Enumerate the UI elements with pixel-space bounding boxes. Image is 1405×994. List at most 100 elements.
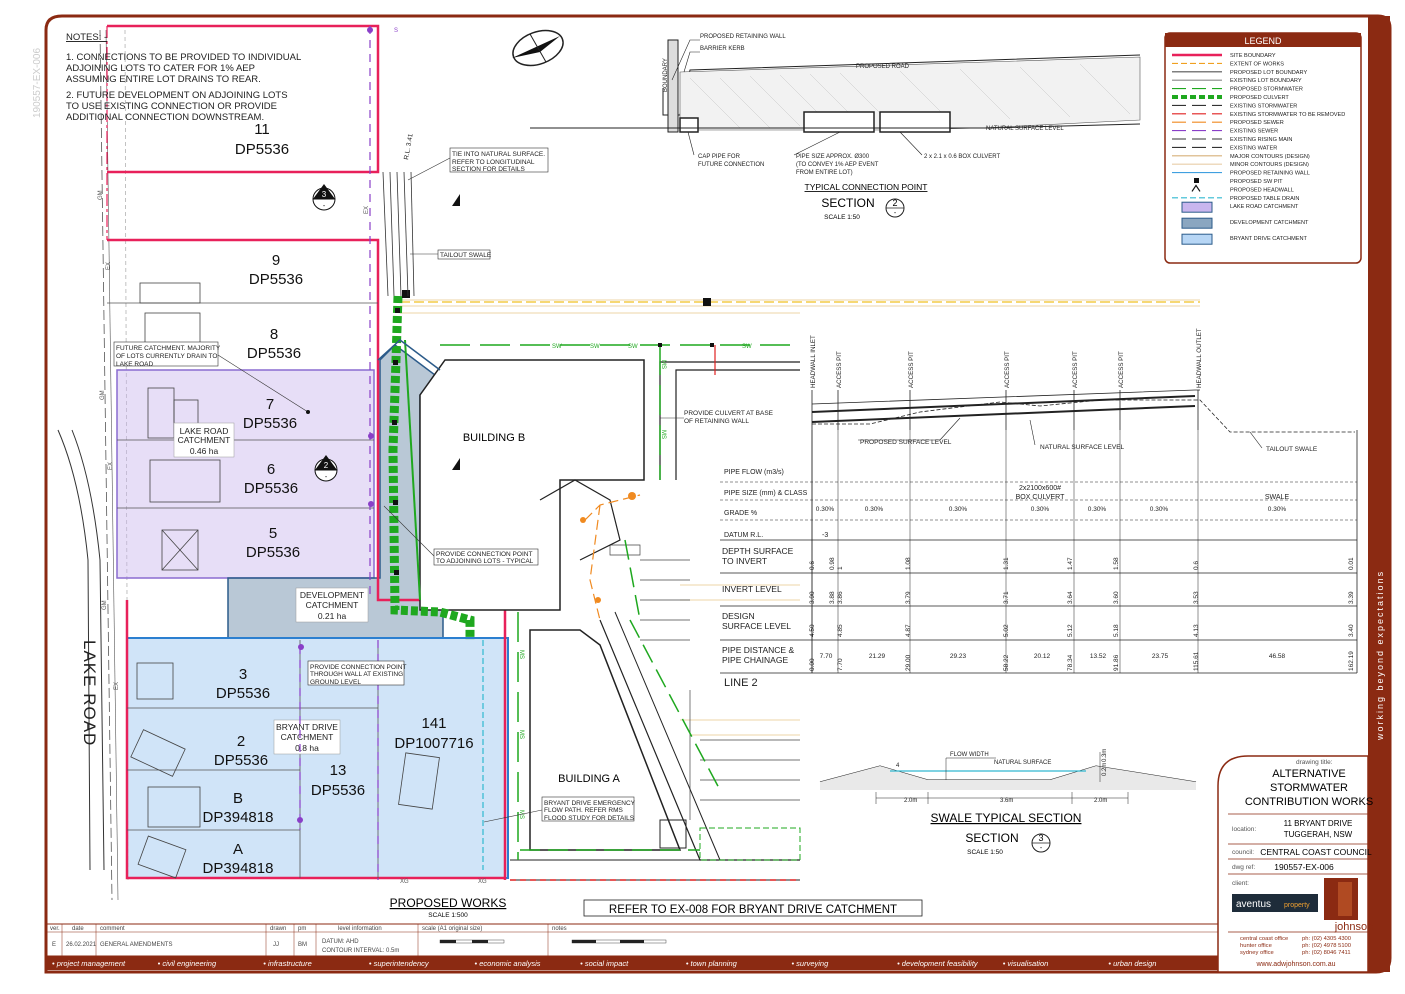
title-block: drawing title: ALTERNATIVE STORMWATER CO… <box>1217 755 1373 973</box>
notes-block: NOTES: - 1. CONNECTIONS TO BE PROVIDED T… <box>66 32 301 123</box>
svg-text:aventus: aventus <box>1236 899 1271 910</box>
svg-text:-: - <box>323 203 326 210</box>
svg-text:TO INVERT: TO INVERT <box>722 556 767 566</box>
legend-item: PROPOSED STORMWATER <box>1172 87 1303 93</box>
svg-text:NATURAL SURFACE LEVEL: NATURAL SURFACE LEVEL <box>1040 444 1125 451</box>
invert-value: 3.39 <box>1348 591 1355 604</box>
section-3-swale: FLOW WIDTH NATURAL SURFACE 4 2.0m 3.6m 2… <box>819 749 1197 856</box>
svg-text:FLOOD STUDY FOR DETAILS: FLOOD STUDY FOR DETAILS <box>544 815 635 822</box>
svg-text:PROVIDE CULVERT AT BASE: PROVIDE CULVERT AT BASE <box>684 410 774 417</box>
section-marker-3: 3 - <box>312 184 336 211</box>
svg-text:13: 13 <box>330 762 347 779</box>
legend-item: EXISTING RISING MAIN <box>1172 137 1292 143</box>
distance-value: 29.23 <box>950 653 967 660</box>
footer-service: • development feasibility <box>897 959 979 968</box>
svg-text:drawing title:: drawing title: <box>1296 759 1333 766</box>
design-value: 5.18 <box>1113 624 1120 637</box>
design-value: 4.50 <box>809 624 816 637</box>
svg-text:pm: pm <box>298 926 306 932</box>
svg-text:190557-EX-006: 190557-EX-006 <box>1274 862 1334 872</box>
legend-label: EXISTING SEWER <box>1230 129 1278 135</box>
svg-text:GM: GM <box>100 390 106 400</box>
legend-label: SITE BOUNDARY <box>1230 53 1276 59</box>
distance-value: 46.58 <box>1269 653 1286 660</box>
svg-text:DESIGN: DESIGN <box>722 611 755 621</box>
section-marker-2: 2 - <box>314 455 338 482</box>
legend-label: PROPOSED LOT BOUNDARY <box>1230 70 1307 76</box>
svg-text:CATCHMENT: CATCHMENT <box>281 732 334 742</box>
legend-label: MINOR CONTOURS (DESIGN) <box>1230 162 1309 168</box>
profile-column-label: ACCESS PIT <box>1118 351 1125 388</box>
footer-service: • project management <box>52 959 126 968</box>
svg-text:DP394818: DP394818 <box>203 809 274 826</box>
svg-text:3: 3 <box>239 666 247 683</box>
distance-value: 21.29 <box>869 653 886 660</box>
svg-text:2: 2 <box>237 733 245 750</box>
depth-value: 1.47 <box>1067 557 1074 570</box>
svg-text:DP5536: DP5536 <box>311 782 365 799</box>
legend-label: EXISTING WATER <box>1230 145 1277 151</box>
legend-item: PROPOSED RETAINING WALL <box>1172 171 1310 177</box>
svg-text:DEPTH SURFACE: DEPTH SURFACE <box>722 546 794 556</box>
design-value: 3.40 <box>1348 624 1355 637</box>
svg-text:REFER TO LONGITUDINAL: REFER TO LONGITUDINAL <box>452 159 535 166</box>
profile-column-label: ACCESS PIT <box>836 351 843 388</box>
svg-text:CATCHMENT: CATCHMENT <box>306 600 359 610</box>
svg-text:NOTES: -: NOTES: - <box>66 32 107 43</box>
svg-text:DP1007716: DP1007716 <box>394 735 473 752</box>
legend-item: DEVELOPMENT CATCHMENT <box>1181 217 1309 229</box>
legend-label: DEVELOPMENT CATCHMENT <box>1230 220 1309 226</box>
svg-text:OF RETAINING WALL: OF RETAINING WALL <box>684 418 749 425</box>
invert-value: 3.86 <box>837 591 844 604</box>
svg-text:FLOW PATH. REFER RMS: FLOW PATH. REFER RMS <box>544 807 624 814</box>
svg-text:scale (A1 original size): scale (A1 original size) <box>422 926 482 932</box>
svg-text:www.adwjohnson.com.au: www.adwjohnson.com.au <box>1256 961 1336 968</box>
proposed-works-scale: SCALE 1:500 <box>428 912 468 919</box>
legend-item: LAKE ROAD CATCHMENT <box>1181 201 1299 213</box>
svg-text:SECTION FOR DETAILS: SECTION FOR DETAILS <box>452 166 525 173</box>
svg-text:property: property <box>1284 902 1310 909</box>
legend-label: PROPOSED STORMWATER <box>1230 87 1303 93</box>
svg-text:JJ: JJ <box>273 942 279 948</box>
legend-item: EXISTING SEWER <box>1172 129 1278 135</box>
legend-label: PROPOSED SEWER <box>1230 120 1284 126</box>
svg-text:DP5536: DP5536 <box>244 480 298 497</box>
depth-value: 0.6 <box>1193 561 1200 570</box>
svg-text:SW: SW <box>590 344 600 350</box>
svg-text:PIPE SIZE (mm) & CLASS: PIPE SIZE (mm) & CLASS <box>724 490 808 497</box>
svg-text:6: 6 <box>267 461 275 478</box>
legend-label: EXTENT OF WORKS <box>1230 61 1284 67</box>
company-logo: johnson <box>1324 878 1373 933</box>
svg-text:johnson: johnson <box>1334 921 1374 933</box>
footer-service: • surveying <box>791 959 829 968</box>
svg-text:LAKE ROAD: LAKE ROAD <box>180 426 229 436</box>
svg-text:0.8 ha: 0.8 ha <box>295 743 319 753</box>
profile-column-label: HEADWALL OUTLET <box>1196 328 1203 388</box>
legend-label: EXISTING RISING MAIN <box>1230 137 1292 143</box>
svg-text:11 BRYANT DRIVE: 11 BRYANT DRIVE <box>1284 819 1353 828</box>
svg-text:SECTION: SECTION <box>821 196 874 210</box>
svg-text:OF LOTS CURRENTLY DRAIN TO: OF LOTS CURRENTLY DRAIN TO <box>116 353 217 360</box>
svg-text:FROM ENTIRE LOT): FROM ENTIRE LOT) <box>796 170 853 176</box>
footer-service: • urban design <box>1108 959 1156 968</box>
chainage-value: 162.19 <box>1348 651 1355 671</box>
svg-text:BARRIER KERB: BARRIER KERB <box>700 46 745 52</box>
svg-text:CONTOUR INTERVAL: 0.5m: CONTOUR INTERVAL: 0.5m <box>322 948 399 954</box>
legend-label: BRYANT DRIVE CATCHMENT <box>1230 236 1308 242</box>
distance-value: 13.52 <box>1090 653 1107 660</box>
svg-text:FLOW WIDTH: FLOW WIDTH <box>950 752 989 758</box>
svg-text:ph: (02) 8046 7411: ph: (02) 8046 7411 <box>1302 950 1351 956</box>
svg-text:PROPOSED RETAINING WALL: PROPOSED RETAINING WALL <box>700 34 786 40</box>
svg-text:TIE INTO NATURAL SURFACE.: TIE INTO NATURAL SURFACE. <box>452 151 545 158</box>
svg-text:LINE 2: LINE 2 <box>724 677 758 689</box>
svg-text:9: 9 <box>272 252 280 269</box>
lake-road-label: LAKE ROAD <box>80 640 99 746</box>
legend-item: PROPOSED SW PIT <box>1194 178 1283 185</box>
svg-text:8: 8 <box>270 326 278 343</box>
svg-text:EX: EX <box>108 462 114 470</box>
footer-service: • social impact <box>580 959 629 968</box>
svg-text:2 x 2.1 x 0.6 BOX CULVERT: 2 x 2.1 x 0.6 BOX CULVERT <box>924 154 1000 160</box>
legend-label: PROPOSED HEADWALL <box>1230 187 1294 193</box>
